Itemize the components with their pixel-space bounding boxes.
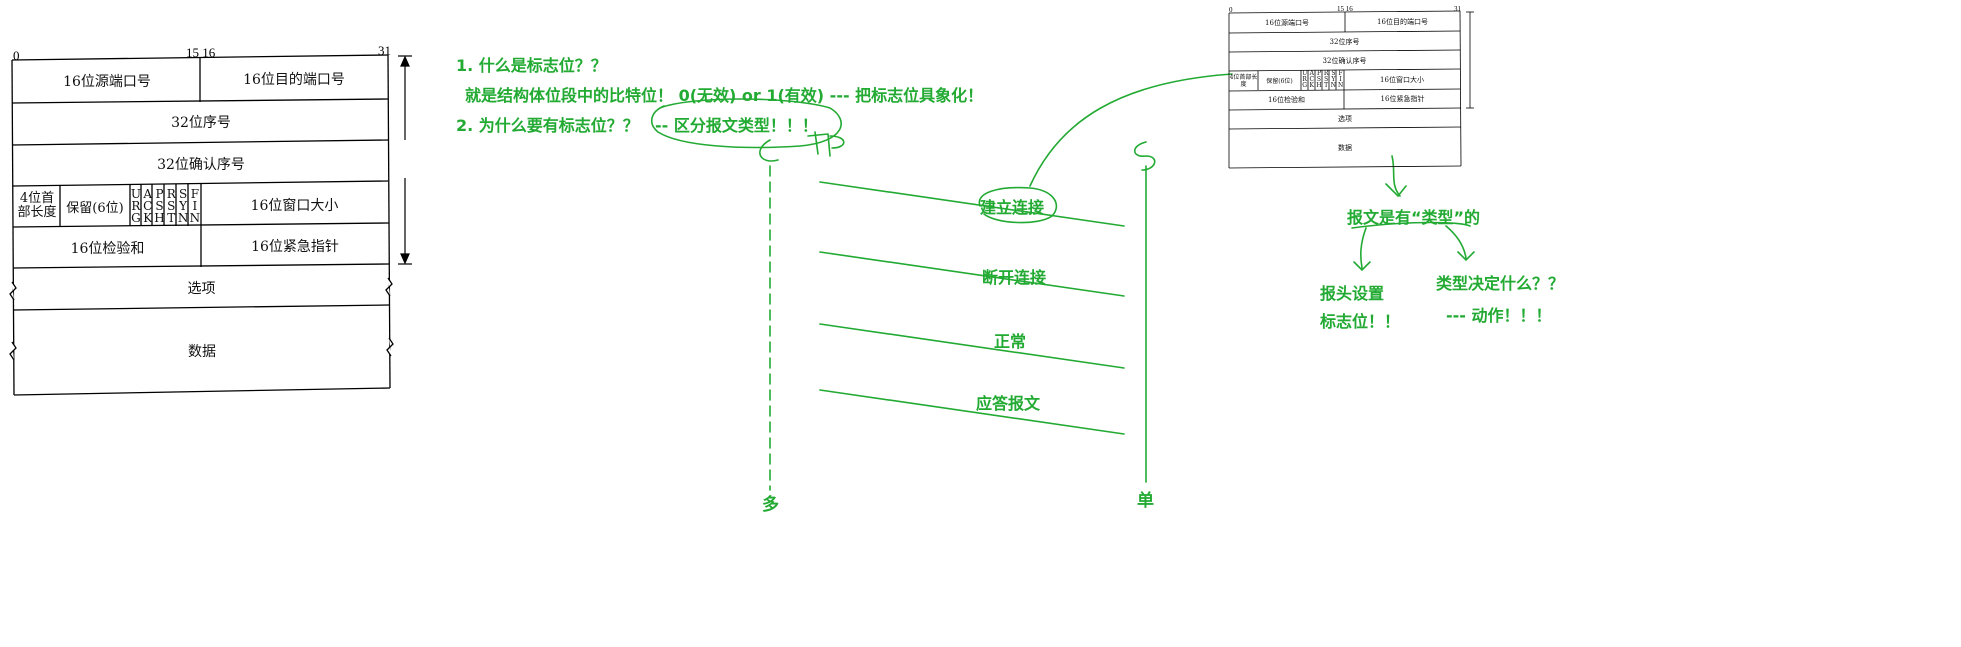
small-dst-port: 16位目的端口号 <box>1377 18 1428 26</box>
bit-31-label: 31 <box>378 43 391 58</box>
arrow-label-establish: 建立连接 <box>980 198 1045 217</box>
small-header-length: 4位首部长度 <box>1229 73 1258 88</box>
note-set-flag-line2: 标志位！！ <box>1320 312 1401 331</box>
options-field: 选项 <box>187 281 216 297</box>
reserved-field: 保留(6位) <box>66 200 124 216</box>
seq-field: 32位序号 <box>171 115 231 131</box>
answer-1: 就是结构体位段中的比特位！ 0(无效) or 1(有效) --- 把标志位具象化… <box>465 86 984 105</box>
small-src-port: 16位源端口号 <box>1265 19 1309 27</box>
src-port-field: 16位源端口号 <box>63 74 151 90</box>
small-window-size: 16位窗口大小 <box>1380 75 1424 84</box>
small-bit-31-label: 31 <box>1454 5 1461 13</box>
header-length-field: 4位首部长度 <box>17 191 57 220</box>
note-set-flag-line1: 报头设置 <box>1320 284 1385 303</box>
arrow-label-ack: 应答报文 <box>976 394 1041 413</box>
checksum-field: 16位检验和 <box>70 241 145 257</box>
small-ack: 32位确认序号 <box>1322 56 1367 65</box>
dst-port-field: 16位目的端口号 <box>243 72 345 88</box>
small-urgent-pointer: 16位紧急指针 <box>1380 95 1425 103</box>
small-bit-0-label: 0 <box>1229 6 1233 14</box>
note-typed-message: 报文是有“类型”的 <box>1347 208 1481 227</box>
question-1: 1. 什么是标志位？？ <box>456 56 607 75</box>
data-field: 数据 <box>188 344 216 360</box>
label-single: 单 <box>1137 491 1154 511</box>
small-checksum: 16位检验和 <box>1268 95 1305 104</box>
small-options: 选项 <box>1338 114 1352 123</box>
urgent-pointer-field: 16位紧急指针 <box>251 239 339 255</box>
label-many: 多 <box>762 495 779 515</box>
small-bit-15-16-label: 15 16 <box>1337 5 1353 13</box>
small-seq: 32位序号 <box>1329 37 1360 46</box>
arrow-label-normal: 正常 <box>994 332 1027 351</box>
note-action: --- 动作！！！ <box>1446 306 1552 325</box>
ack-field: 32位确认序号 <box>157 157 245 173</box>
answer-2: -- 区分报文类型！！！ <box>655 116 818 135</box>
small-data: 数据 <box>1338 143 1352 152</box>
small-reserved: 保留(6位) <box>1266 78 1293 85</box>
arrow-label-disconnect: 断开连接 <box>982 268 1047 287</box>
question-2: 2. 为什么要有标志位？？ <box>456 116 639 135</box>
bit-15-16-label: 15 16 <box>186 45 216 60</box>
bit-0-label: 0 <box>13 48 20 63</box>
window-size-field: 16位窗口大小 <box>250 198 339 214</box>
note-type-decides: 类型决定什么？？ <box>1436 274 1565 293</box>
